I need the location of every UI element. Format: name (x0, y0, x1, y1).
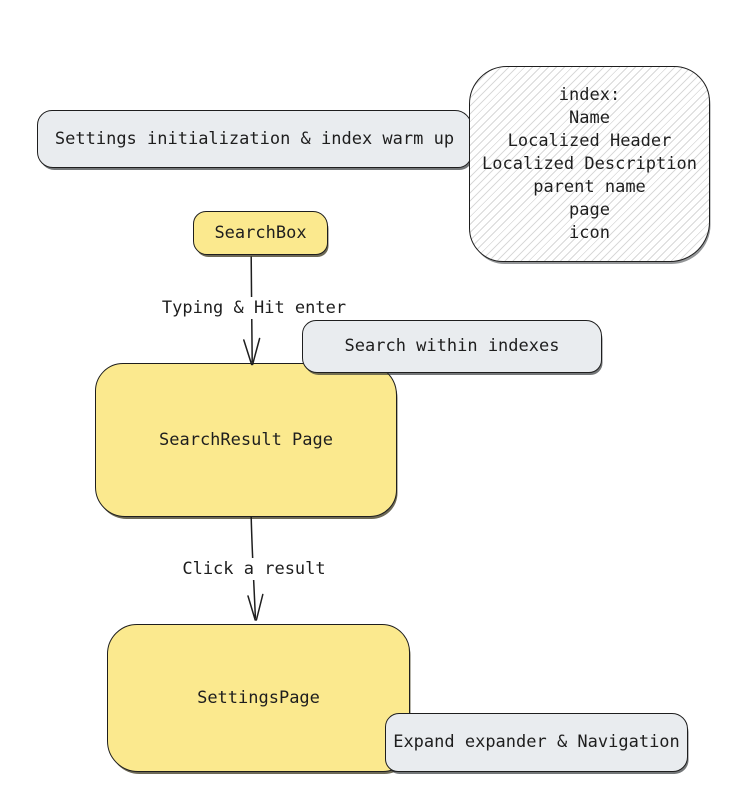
note-line-index: index: (558, 84, 621, 105)
arrowhead-searchresult-to-settingspage (247, 593, 264, 621)
arrowhead-searchbox-to-searchresult (243, 337, 261, 366)
note-line-page: page (569, 199, 610, 220)
node-searchbox-label: SearchBox (214, 222, 307, 243)
annotation-search-within-indexes-label: Search within indexes (344, 336, 560, 356)
annotation-expand-expander-navigation: Expand expander & Navigation (385, 713, 688, 772)
annotation-expand-expander-navigation-label: Expand expander & Navigation (393, 732, 680, 752)
node-searchbox: SearchBox (193, 211, 328, 255)
annotation-search-within-indexes: Search within indexes (302, 320, 602, 373)
note-line-name: Name (569, 107, 610, 128)
node-settings-page: SettingsPage (107, 624, 410, 772)
annotation-settings-initialization: Settings initialization & index warm up (37, 110, 472, 168)
note-line-parent-name: parent name (533, 176, 646, 197)
node-searchresult-page-label: SearchResult Page (159, 429, 333, 450)
edge-label-typing-hit-enter: Typing & Hit enter (159, 297, 349, 319)
note-line-icon: icon (569, 222, 610, 243)
note-line-localized-description: Localized Description (482, 153, 697, 174)
edge-label-click-a-result: Click a result (179, 558, 329, 580)
note-index-fields: index: Name Localized Header Localized D… (469, 66, 710, 262)
annotation-settings-initialization-label: Settings initialization & index warm up (54, 128, 455, 149)
node-settings-page-label: SettingsPage (197, 687, 320, 708)
node-searchresult-page: SearchResult Page (95, 363, 397, 517)
note-line-localized-header: Localized Header (507, 130, 672, 151)
